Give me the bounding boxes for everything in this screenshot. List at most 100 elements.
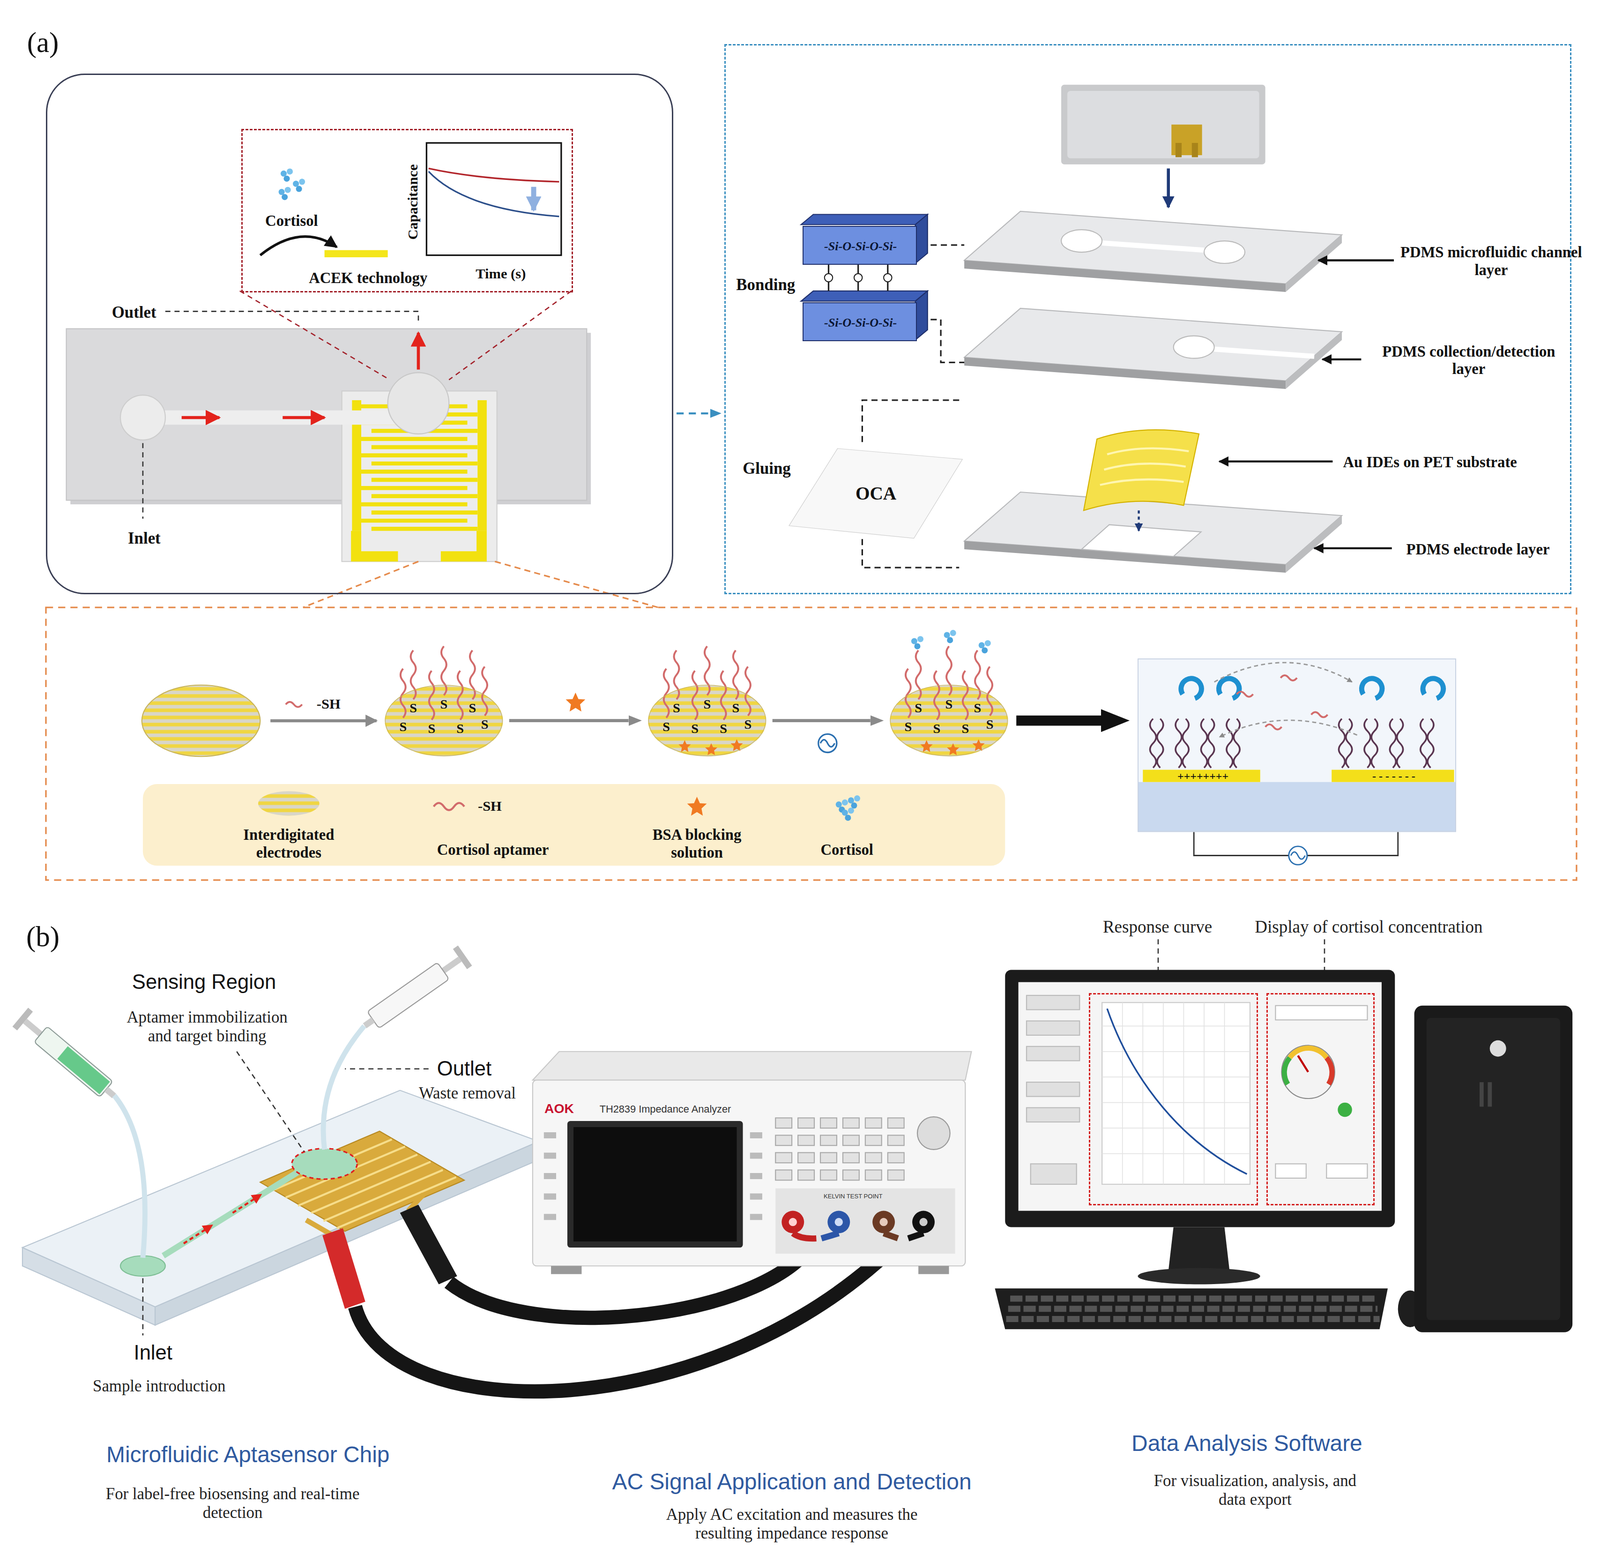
legend-panel <box>687 796 707 816</box>
thiol-letter: S <box>945 696 953 712</box>
computer <box>1168 1226 1230 1271</box>
computer <box>1479 1081 1484 1107</box>
flow-arrow <box>772 718 871 722</box>
siloxane-bond <box>915 290 928 341</box>
siloxane-bond <box>930 245 965 363</box>
electrode-step <box>733 650 739 700</box>
syringe <box>323 1025 365 1150</box>
impedance-analyzer <box>573 1126 737 1242</box>
electrode-step <box>270 719 377 723</box>
electrode-step <box>978 640 991 654</box>
syringe <box>114 1094 146 1258</box>
acek-mechanism <box>1236 675 1328 730</box>
legend-text: Interdigitated electrodes <box>227 826 350 862</box>
pdms-layer <box>1214 349 1315 357</box>
acek-mechanism <box>1214 662 1353 682</box>
impedance-analyzer <box>797 1134 815 1146</box>
impedance-analyzer <box>775 1188 955 1254</box>
impedance-analyzer <box>775 1117 792 1128</box>
chip-photo <box>1166 168 1170 208</box>
layer-label: Gluing <box>742 459 791 478</box>
sheet-outline <box>788 448 963 539</box>
electrode-step <box>410 650 417 700</box>
zoom-box: CortisolACEK technologyCapacitanceTime (… <box>241 128 574 292</box>
thiol-letter: S <box>974 700 982 716</box>
chip-schematic <box>165 311 419 325</box>
acek-inset-figure <box>531 186 537 211</box>
chip-photo <box>1175 142 1182 157</box>
syringe <box>57 1046 110 1094</box>
layer-label: PDMS collection/detection layer <box>1366 342 1571 379</box>
legend-panel <box>687 796 707 816</box>
siloxane-block: -Si-O-Si-O-Si- <box>802 302 917 342</box>
pdms-layer <box>964 357 1286 389</box>
layer-label: PDMS electrode layer <box>1406 540 1550 559</box>
electrode-step <box>889 684 1009 757</box>
siloxane-bond <box>801 290 928 302</box>
impedance-analyzer <box>865 1117 882 1128</box>
port-title: Inlet <box>133 1340 173 1364</box>
ellipse-outline <box>648 684 766 756</box>
computer <box>1337 1102 1352 1117</box>
computer <box>1489 1040 1507 1057</box>
acek-mechanism <box>1137 658 1457 832</box>
legend-panel <box>433 802 465 810</box>
brand-mark: AOK <box>544 1100 574 1117</box>
acek-mechanism <box>1338 718 1352 768</box>
computer <box>1026 995 1080 1184</box>
impedance-analyzer <box>834 1217 843 1226</box>
acek-mechanism <box>1420 718 1434 768</box>
electrode-step <box>692 670 698 720</box>
acek-mechanism <box>1422 678 1444 699</box>
thiol-letter: S <box>961 721 969 737</box>
electrode-step <box>944 629 957 643</box>
computer <box>1026 1046 1080 1061</box>
chip-photo <box>1061 84 1266 165</box>
acek-mechanism <box>1364 718 1378 768</box>
syringe <box>12 1007 123 1105</box>
acek-mechanism <box>1181 678 1202 699</box>
electrode-step <box>565 692 586 712</box>
flow-arrow <box>676 412 711 415</box>
electrode-step <box>400 668 406 718</box>
computer <box>1101 1002 1251 1184</box>
thiol-label: -SH <box>477 797 502 815</box>
microfluidic-chip <box>291 1148 358 1179</box>
section-title: Microfluidic Aptasensor Chip <box>106 1441 390 1467</box>
computer <box>1414 1005 1573 1333</box>
ide-film <box>1100 448 1189 485</box>
impedance-analyzer <box>797 1117 815 1128</box>
electrode-step <box>674 650 680 700</box>
computer <box>1004 969 1395 1228</box>
computer <box>1284 1057 1290 1085</box>
section-note: Apply AC excitation and measures the res… <box>638 1504 945 1543</box>
microfluidic-chip <box>260 1131 465 1231</box>
acek-mechanism <box>1290 851 1305 859</box>
computer <box>1101 1002 1251 1184</box>
pdms-layer <box>964 260 1286 293</box>
thiol-letter: S <box>932 721 941 737</box>
computer <box>1275 1005 1368 1020</box>
panel-letter: (a) <box>27 26 60 60</box>
electrode-step <box>141 629 1009 757</box>
syringe <box>367 962 450 1029</box>
flow-arrow <box>509 718 629 722</box>
impedance-analyzer <box>842 1169 860 1180</box>
thiol-letter: S <box>427 721 436 737</box>
layer-label: Au IDEs on PET substrate <box>1342 453 1517 472</box>
impedance-analyzer <box>865 1152 882 1163</box>
electrode-ellipse: SSSSSSS <box>889 684 1009 756</box>
electrode-step <box>704 646 710 696</box>
port-title: Outlet <box>437 1056 492 1080</box>
computer <box>1026 1020 1080 1035</box>
layer-stack-panel: BondingGluingPDMS microfluidic channel l… <box>724 44 1572 595</box>
impedance-analyzer <box>797 1152 815 1163</box>
impedance-analyzer <box>918 1265 949 1274</box>
thiol-letter: S <box>672 700 681 716</box>
leader-arrow <box>1314 547 1392 550</box>
region-note: Aptamer immobilization and target bindin… <box>118 1007 297 1046</box>
acek-inset-figure <box>324 250 388 258</box>
